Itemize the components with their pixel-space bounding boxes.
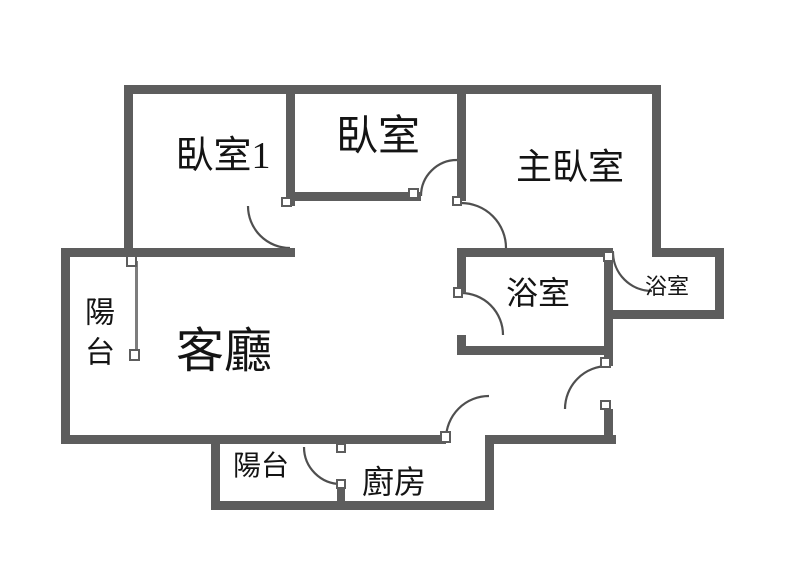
wall <box>124 85 133 257</box>
door-jamb <box>281 197 292 207</box>
wall <box>61 248 70 444</box>
door-arc-bathroom <box>460 291 505 336</box>
door-jamb <box>336 479 346 489</box>
wall <box>652 248 724 257</box>
room-label-bathroom-ensuite: 浴室 <box>644 274 690 299</box>
door-jamb <box>408 188 419 199</box>
wall <box>652 85 661 257</box>
door-jamb <box>600 357 611 368</box>
door-arc-balcony-back <box>302 446 342 486</box>
wall <box>604 409 613 444</box>
balcony-window <box>135 261 138 351</box>
door-arc-master <box>460 201 508 249</box>
room-label-balcony-back: 陽台 <box>232 451 290 482</box>
door-jamb <box>440 431 451 443</box>
room-label-balcony-side: 陽台 <box>80 296 113 376</box>
wall <box>604 248 613 366</box>
wall <box>211 435 220 510</box>
door-arc-bedroom-2 <box>419 158 458 197</box>
wall <box>337 484 345 510</box>
door-jamb <box>453 287 463 298</box>
door-jamb <box>129 349 140 361</box>
door-jamb <box>336 443 346 453</box>
wall <box>61 248 295 257</box>
wall <box>211 501 494 510</box>
wall <box>457 248 466 293</box>
wall <box>604 310 724 319</box>
door-arc-kitchen <box>444 394 490 440</box>
door-arc-bedroom-1 <box>246 205 291 250</box>
wall <box>715 248 724 318</box>
room-label-living-room: 客廳 <box>175 325 273 378</box>
wall <box>457 248 613 257</box>
wall <box>124 85 661 94</box>
door-jamb <box>600 400 611 410</box>
room-label-kitchen: 廚房 <box>361 464 427 500</box>
door-jamb <box>126 255 137 267</box>
room-label-bathroom: 浴室 <box>505 275 571 311</box>
wall <box>337 435 345 447</box>
wall <box>457 346 613 355</box>
room-label-master-bedroom: 主臥室 <box>515 147 625 187</box>
room-label-bedroom-1: 臥室1 <box>175 135 271 177</box>
door-jamb <box>603 251 614 262</box>
room-label-bedroom-2: 臥室 <box>335 114 421 160</box>
wall <box>489 435 616 444</box>
wall <box>485 435 494 510</box>
wall <box>61 435 446 444</box>
door-jamb <box>452 196 462 206</box>
wall <box>286 85 295 206</box>
wall <box>457 85 466 201</box>
wall <box>286 192 421 201</box>
wall <box>457 335 466 355</box>
